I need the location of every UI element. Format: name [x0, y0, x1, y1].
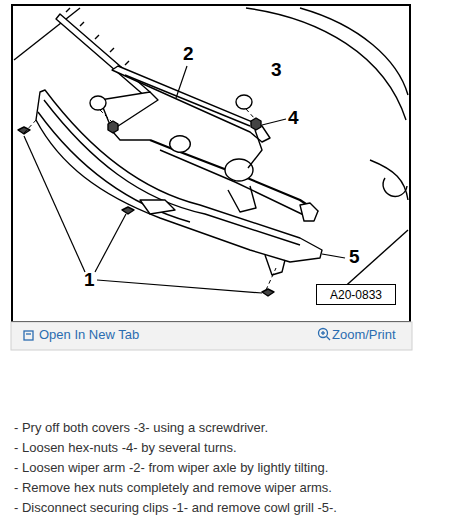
- guide-lines: [24, 109, 276, 290]
- instruction-step: - Remove hex nuts completely and remove …: [14, 481, 332, 496]
- toolbar-link: Open In New Tab: [39, 328, 139, 343]
- toolbar: [11, 322, 412, 350]
- callout-number: 1: [84, 269, 95, 291]
- instruction-step: - Pry off both covers -3- using a screwd…: [14, 421, 268, 436]
- callout-number: 2: [183, 43, 194, 65]
- wiper-assembly-drawing: [14, 8, 408, 300]
- callout-number: 3: [271, 59, 282, 81]
- instruction-step: - Loosen wiper arm -2- from wiper axle b…: [14, 461, 328, 476]
- leader-lines: [24, 66, 345, 293]
- figure-id: A20-0833: [330, 288, 382, 302]
- instruction-step: - Loosen hex-nuts -4- by several turns.: [14, 441, 237, 456]
- toolbar-link: Zoom/Print: [332, 328, 396, 343]
- callout-number: 5: [349, 246, 360, 268]
- figure-frame: [12, 5, 410, 322]
- instruction-step: - Disconnect securing clips -1- and remo…: [14, 501, 337, 516]
- callout-number: 4: [288, 107, 299, 129]
- figure-id-box: A20-0833: [316, 284, 396, 305]
